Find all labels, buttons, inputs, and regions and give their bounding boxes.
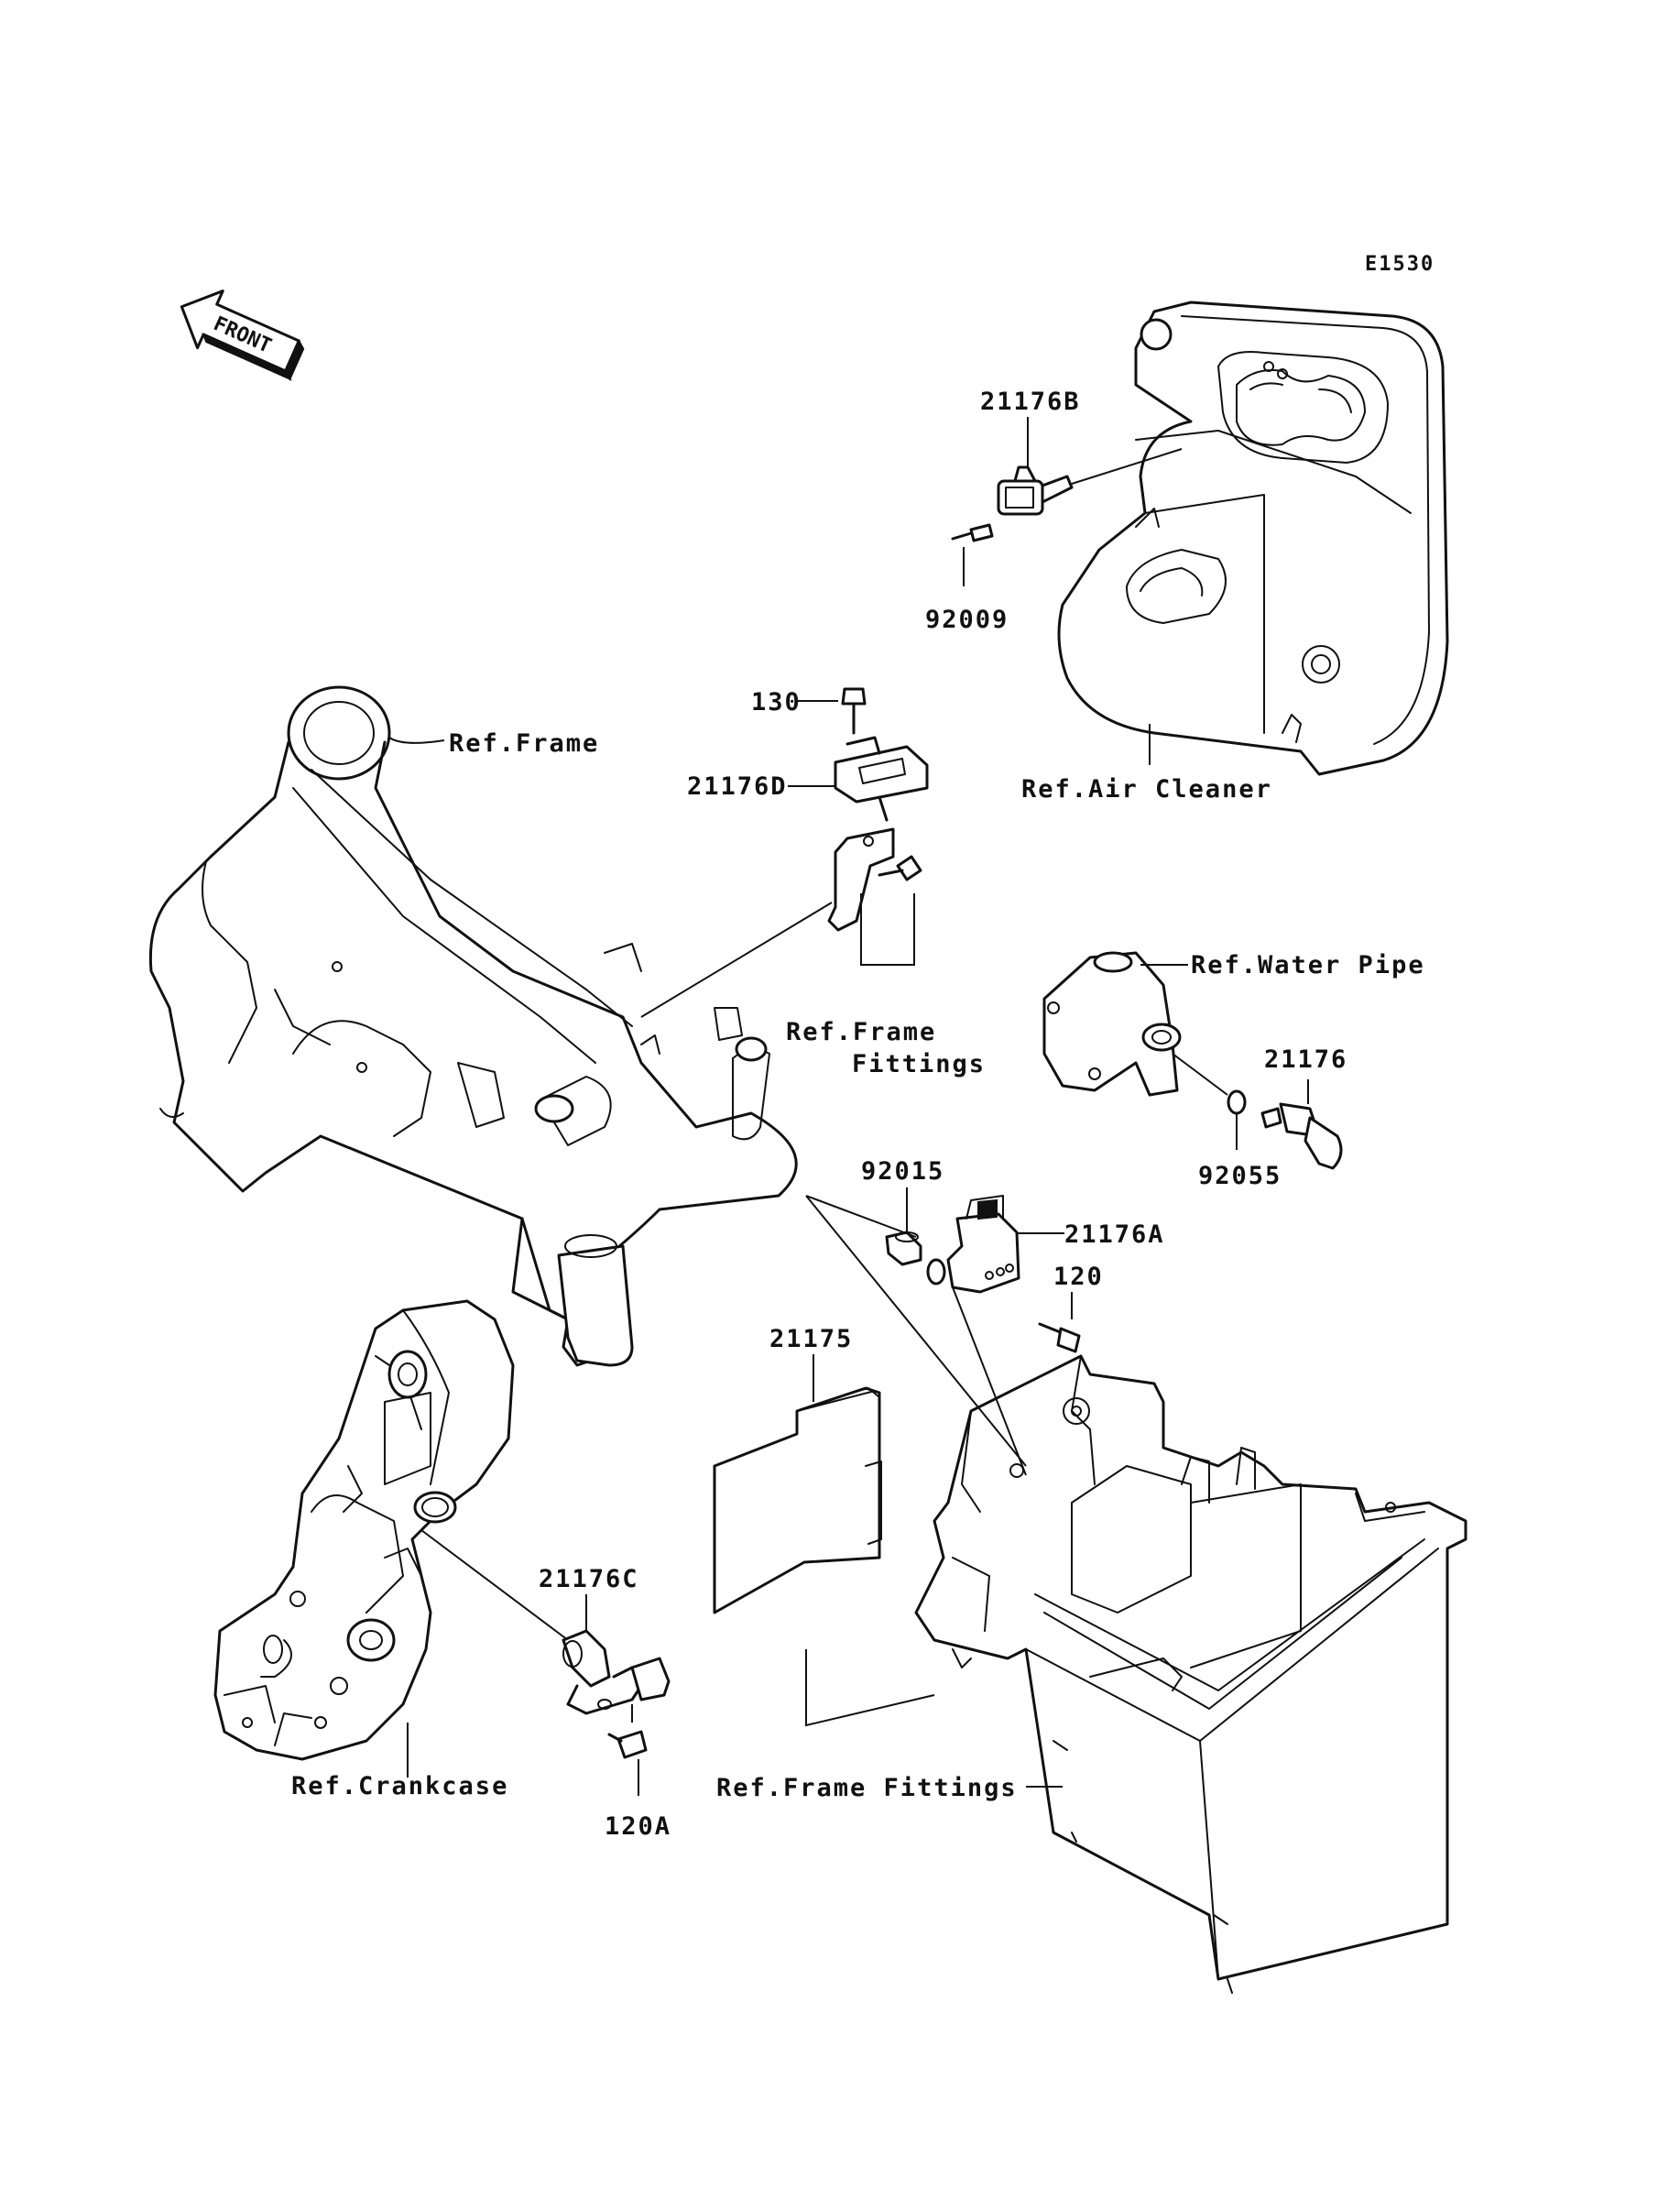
- front-arrow-icon: FRONT: [180, 290, 305, 381]
- ref-water-pipe-label: Ref.Water Pipe: [1191, 951, 1425, 979]
- ref-frame-fittings-bottom-label: Ref.Frame Fittings: [716, 1774, 1018, 1802]
- crankcase: [213, 1299, 515, 1761]
- water-pipe-fitting: [1042, 951, 1182, 1097]
- frame-body: [148, 685, 798, 1367]
- part-21176: 21176: [1264, 1045, 1347, 1074]
- part-92015: 92015: [861, 1157, 944, 1186]
- crank-sensor-21176C: [562, 1629, 671, 1715]
- air-cleaner-housing: [1057, 301, 1449, 776]
- bolt-120: [1038, 1322, 1081, 1353]
- ref-frame-fittings-top-line2: Fittings: [852, 1050, 986, 1078]
- bolt-120A: [607, 1730, 648, 1759]
- sensor-21176B: [997, 465, 1074, 516]
- collar-92015: [885, 1231, 922, 1266]
- o-ring-92055: [1227, 1089, 1247, 1115]
- temp-sensor-21176: [1260, 1102, 1343, 1170]
- part-130: 130: [751, 688, 802, 717]
- diagram-code: E1530: [1365, 253, 1435, 276]
- sensor-21176A: [926, 1195, 1020, 1294]
- part-120A: 120A: [605, 1812, 671, 1841]
- battery-case-frame-fittings: [914, 1354, 1467, 1994]
- bracket-frame-fitting: [827, 827, 922, 932]
- part-92009: 92009: [925, 606, 1009, 634]
- ref-frame-label: Ref.Frame: [449, 729, 599, 758]
- bolt-130: [841, 687, 867, 735]
- part-92055: 92055: [1198, 1162, 1282, 1190]
- ref-crankcase-label: Ref.Crankcase: [291, 1772, 508, 1800]
- part-21175: 21175: [769, 1325, 853, 1353]
- ref-frame-fittings-top-line1: Ref.Frame: [786, 1018, 936, 1046]
- part-21176B: 21176B: [980, 388, 1081, 416]
- part-21176A: 21176A: [1064, 1220, 1165, 1249]
- part-120: 120: [1053, 1263, 1104, 1291]
- screw-92009: [951, 523, 994, 542]
- part-21176C: 21176C: [539, 1565, 639, 1593]
- part-21176D: 21176D: [687, 772, 788, 801]
- ecu-21175: [713, 1386, 882, 1614]
- ref-air-cleaner-label: Ref.Air Cleaner: [1021, 775, 1272, 804]
- sensor-21176D: [834, 736, 929, 822]
